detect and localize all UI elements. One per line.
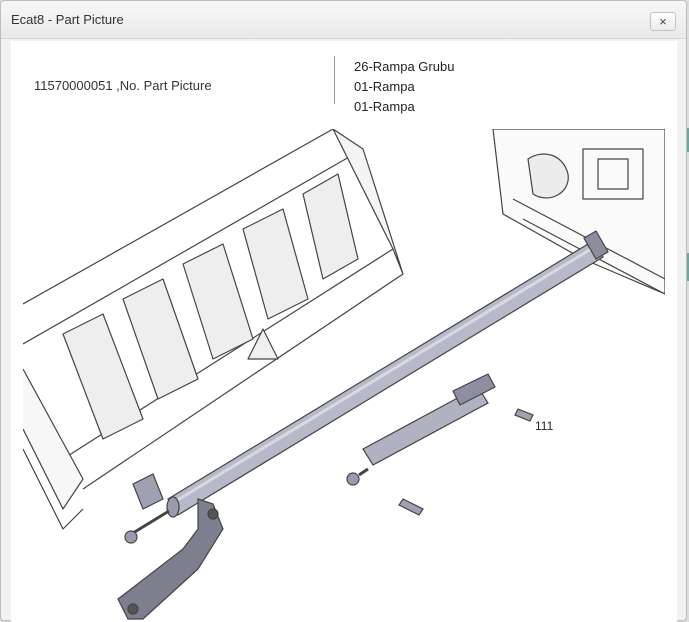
short-cylinder xyxy=(346,373,496,486)
close-icon: × xyxy=(659,14,667,29)
ramp-frame xyxy=(23,129,404,490)
pin-right xyxy=(398,408,534,516)
ramp-slats xyxy=(62,173,359,440)
dialog-titlebar[interactable]: Ecat8 - Part Picture × xyxy=(1,1,686,39)
part-drawing: 111 xyxy=(23,129,665,620)
dialog-content: 11570000051 ,No. Part Picture 26-Rampa G… xyxy=(11,41,677,622)
group-level-3: 01-Rampa xyxy=(354,99,415,114)
part-number-title: 11570000051 ,No. Part Picture xyxy=(34,78,212,93)
ramp-lip-edge xyxy=(23,448,84,530)
long-cylinder xyxy=(124,230,609,544)
ramp-end-block xyxy=(332,129,404,275)
gusset xyxy=(247,328,279,360)
pin-left xyxy=(132,473,164,510)
close-button[interactable]: × xyxy=(650,12,676,31)
ramp-lip xyxy=(23,368,84,510)
header-divider xyxy=(334,56,335,104)
dialog-title: Ecat8 - Part Picture xyxy=(11,12,124,27)
group-level-2: 01-Rampa xyxy=(354,79,415,94)
hinge-mount xyxy=(527,153,569,199)
lever-arm xyxy=(117,498,224,620)
callout-111[interactable]: 111 xyxy=(535,419,554,433)
group-path: 26-Rampa Grubu 01-Rampa 01-Rampa xyxy=(354,57,454,117)
chassis-bracket xyxy=(582,148,644,200)
group-level-1: 26-Rampa Grubu xyxy=(354,59,455,74)
